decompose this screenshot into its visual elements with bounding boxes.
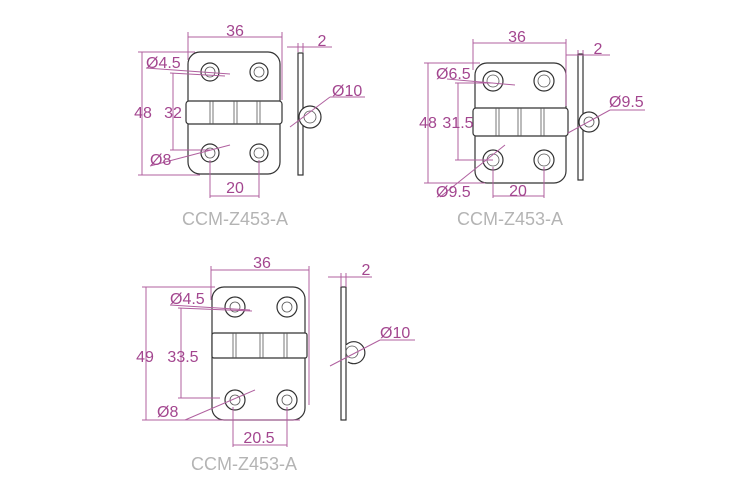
width-dimension: 36 (226, 23, 244, 40)
hinge-drawing-2: 36 2 Ø6.5 48 31.5 Ø9.5 Ø9.5 20 CCM-Z453-… (419, 29, 645, 229)
height-dimension: 49 (136, 349, 154, 366)
hole-spacing-vertical: 32 (164, 105, 182, 122)
small-hole-dimension: Ø4.5 (170, 291, 205, 308)
model-label: CCM-Z453-A (457, 209, 563, 229)
countersink-diameter: Ø8 (157, 404, 178, 421)
height-dimension: 48 (134, 105, 152, 122)
dimension-lines (142, 266, 415, 447)
dimension-lines (138, 32, 365, 198)
hinge-front-view (211, 286, 308, 421)
knuckle-diameter: Ø9.5 (609, 94, 644, 111)
thickness-dimension: 2 (594, 41, 603, 58)
width-dimension: 36 (253, 255, 271, 272)
countersink-diameter: Ø8 (150, 152, 171, 169)
model-label: CCM-Z453-A (191, 454, 297, 474)
hole-spacing-vertical: 31.5 (442, 115, 473, 132)
hinge-side-view (297, 52, 322, 176)
hole-spacing-horizontal: 20.5 (243, 430, 274, 447)
mounting-holes (224, 296, 298, 411)
hole-spacing-horizontal: 20 (509, 183, 527, 200)
dimension-lines (424, 39, 645, 198)
knuckle-diameter: Ø10 (380, 325, 410, 342)
thickness-dimension: 2 (362, 262, 371, 279)
hinge-side-view (577, 53, 600, 181)
small-hole-dimension: Ø4.5 (146, 55, 181, 72)
hinge-drawing-1: 36 2 Ø4.5 48 32 Ø10 Ø8 20 CCM-Z453-A (134, 23, 365, 229)
hinge-drawing-3: 36 2 Ø4.5 49 33.5 Ø10 Ø8 20.5 CCM-Z453-A (136, 255, 415, 474)
countersink-diameter: Ø9.5 (436, 184, 471, 201)
hole-spacing-vertical: 33.5 (167, 349, 198, 366)
small-hole-dimension: Ø6.5 (436, 66, 471, 83)
hinge-front-view (472, 62, 569, 184)
width-dimension: 36 (508, 29, 526, 46)
knuckle-diameter: Ø10 (332, 83, 362, 100)
height-dimension: 48 (419, 115, 437, 132)
hinge-front-view (185, 51, 283, 175)
thickness-dimension: 2 (318, 33, 327, 50)
model-label: CCM-Z453-A (182, 209, 288, 229)
hinge-side-view (340, 286, 366, 421)
mounting-holes (482, 70, 555, 171)
hole-spacing-horizontal: 20 (226, 180, 244, 197)
